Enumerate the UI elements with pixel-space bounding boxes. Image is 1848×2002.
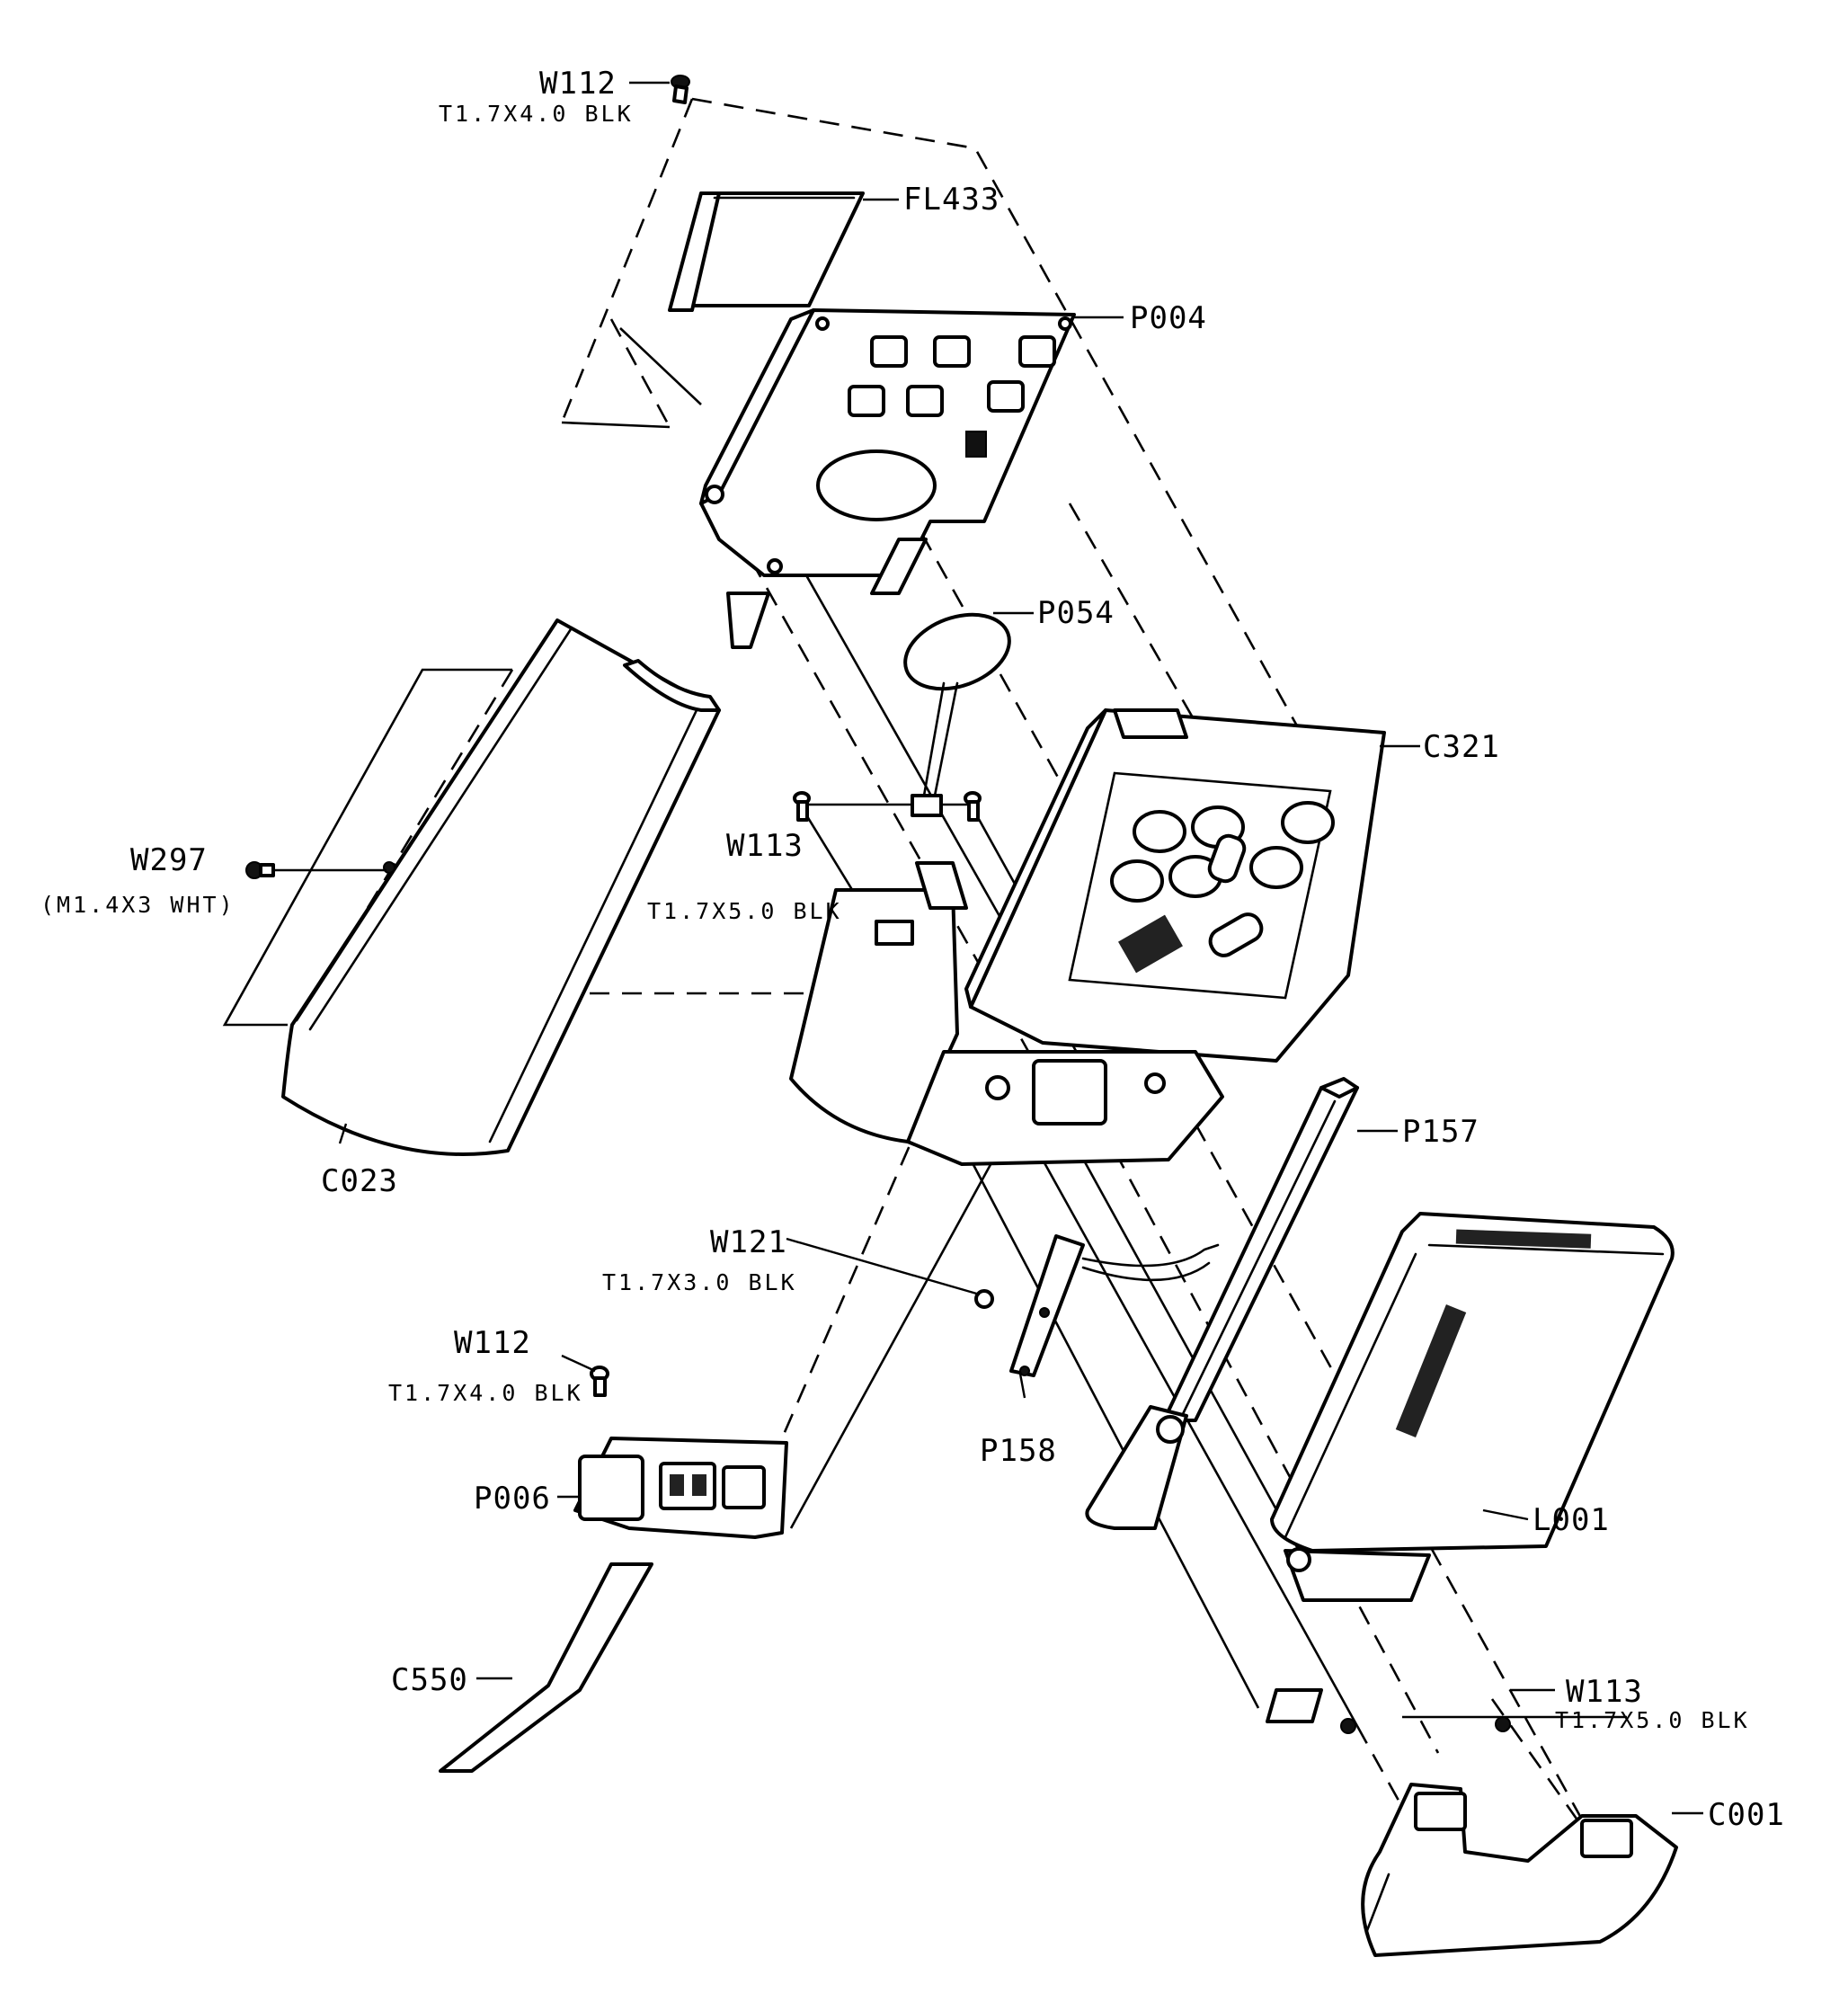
label-p054: P054 <box>1037 595 1115 631</box>
screw-w113-bottom <box>1266 1688 1511 1734</box>
part-p004 <box>699 308 1076 649</box>
part-lower-rail <box>1085 1405 1188 1530</box>
screw-w112-top <box>671 75 690 104</box>
button-icon-group <box>848 335 1056 458</box>
label-c023: C023 <box>321 1163 398 1199</box>
label-w112-top-code: W112 <box>539 66 617 102</box>
label-w121-spec: T1.7X3.0 BLK <box>602 1269 797 1295</box>
label-p157: P157 <box>1402 1114 1479 1150</box>
label-w113-mid-spec: T1.7X5.0 BLK <box>647 898 842 924</box>
label-w297-spec: (M1.4X3 WHT) <box>40 892 235 918</box>
label-w112-bottom-code: W112 <box>454 1325 531 1361</box>
label-fl433: FL433 <box>903 182 1000 218</box>
part-p006 <box>573 1437 788 1539</box>
label-leaders <box>338 81 1703 1815</box>
label-p006: P006 <box>474 1481 551 1517</box>
label-c321: C321 <box>1423 729 1500 765</box>
part-c550 <box>439 1562 653 1773</box>
part-p157 <box>1162 1077 1359 1422</box>
label-c001: C001 <box>1708 1797 1785 1833</box>
button-icon-group-c321 <box>1110 801 1335 957</box>
screw-w112-bottom <box>561 1354 609 1397</box>
part-fl433 <box>668 191 865 312</box>
screw-w113-mid <box>793 791 982 822</box>
label-w121-code: W121 <box>710 1224 787 1260</box>
part-l001 <box>1270 1212 1675 1602</box>
part-c321 <box>906 708 1386 1166</box>
part-p054 <box>903 612 1011 817</box>
screw-w297 <box>245 861 386 879</box>
label-p158: P158 <box>980 1433 1057 1469</box>
part-p158 <box>1009 1234 1220 1377</box>
part-c023 <box>281 618 721 1156</box>
label-w112-top-spec: T1.7X4.0 BLK <box>439 101 634 127</box>
label-l001: L001 <box>1533 1502 1610 1538</box>
label-w113-bottom-spec: T1.7X5.0 BLK <box>1555 1707 1750 1733</box>
label-w297-code: W297 <box>130 842 208 878</box>
label-w113-bottom-code: W113 <box>1566 1674 1643 1710</box>
part-c001 <box>1361 1783 1678 1957</box>
label-w112-bottom-spec: T1.7X4.0 BLK <box>388 1380 583 1406</box>
label-p004: P004 <box>1130 300 1207 336</box>
part-labels: W112 T1.7X4.0 BLK FL433 P004 P054 C321 W… <box>40 66 1785 1833</box>
screw-w121 <box>786 1237 994 1309</box>
label-c550: C550 <box>391 1662 468 1698</box>
label-w113-mid-code: W113 <box>726 828 804 864</box>
